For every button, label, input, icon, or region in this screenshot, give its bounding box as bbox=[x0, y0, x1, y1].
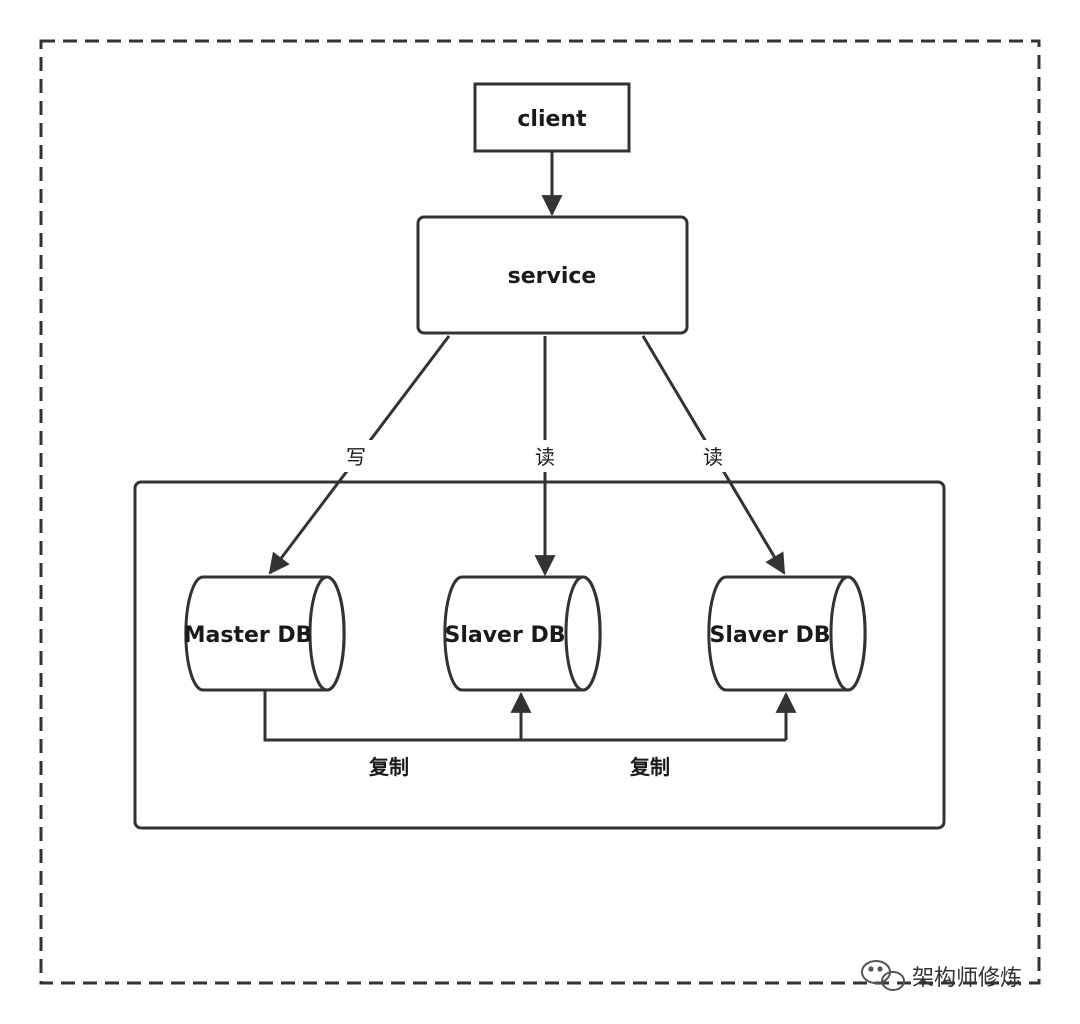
wechat-icon bbox=[861, 960, 905, 991]
db-cluster-frame bbox=[133, 480, 946, 830]
service-node: service bbox=[416, 215, 689, 335]
watermark-text: 架构师修炼 bbox=[912, 966, 1022, 991]
replication-label-2: 复制 bbox=[629, 755, 670, 779]
slaver-db-node-1: Slaver DB bbox=[443, 575, 602, 692]
write-edge-label: 写 bbox=[346, 445, 366, 469]
master-db-label: Master DB bbox=[184, 623, 313, 648]
client-label: client bbox=[517, 107, 587, 132]
client-node: client bbox=[473, 82, 631, 153]
outer-dashed-frame bbox=[39, 39, 1041, 985]
replication-line bbox=[263, 690, 786, 742]
replication-label-1: 复制 bbox=[368, 755, 409, 779]
read-edge-label-2: 读 bbox=[703, 445, 723, 469]
watermark: 架构师修炼 bbox=[861, 960, 1022, 991]
slaver-db-node-2: Slaver DB bbox=[707, 575, 867, 692]
master-db-node: Master DB bbox=[184, 575, 346, 692]
service-label: service bbox=[508, 264, 597, 289]
slaver-db-label-1: Slaver DB bbox=[444, 623, 565, 648]
slaver-db-label-2: Slaver DB bbox=[709, 623, 830, 648]
read-edge-label-1: 读 bbox=[535, 445, 555, 469]
